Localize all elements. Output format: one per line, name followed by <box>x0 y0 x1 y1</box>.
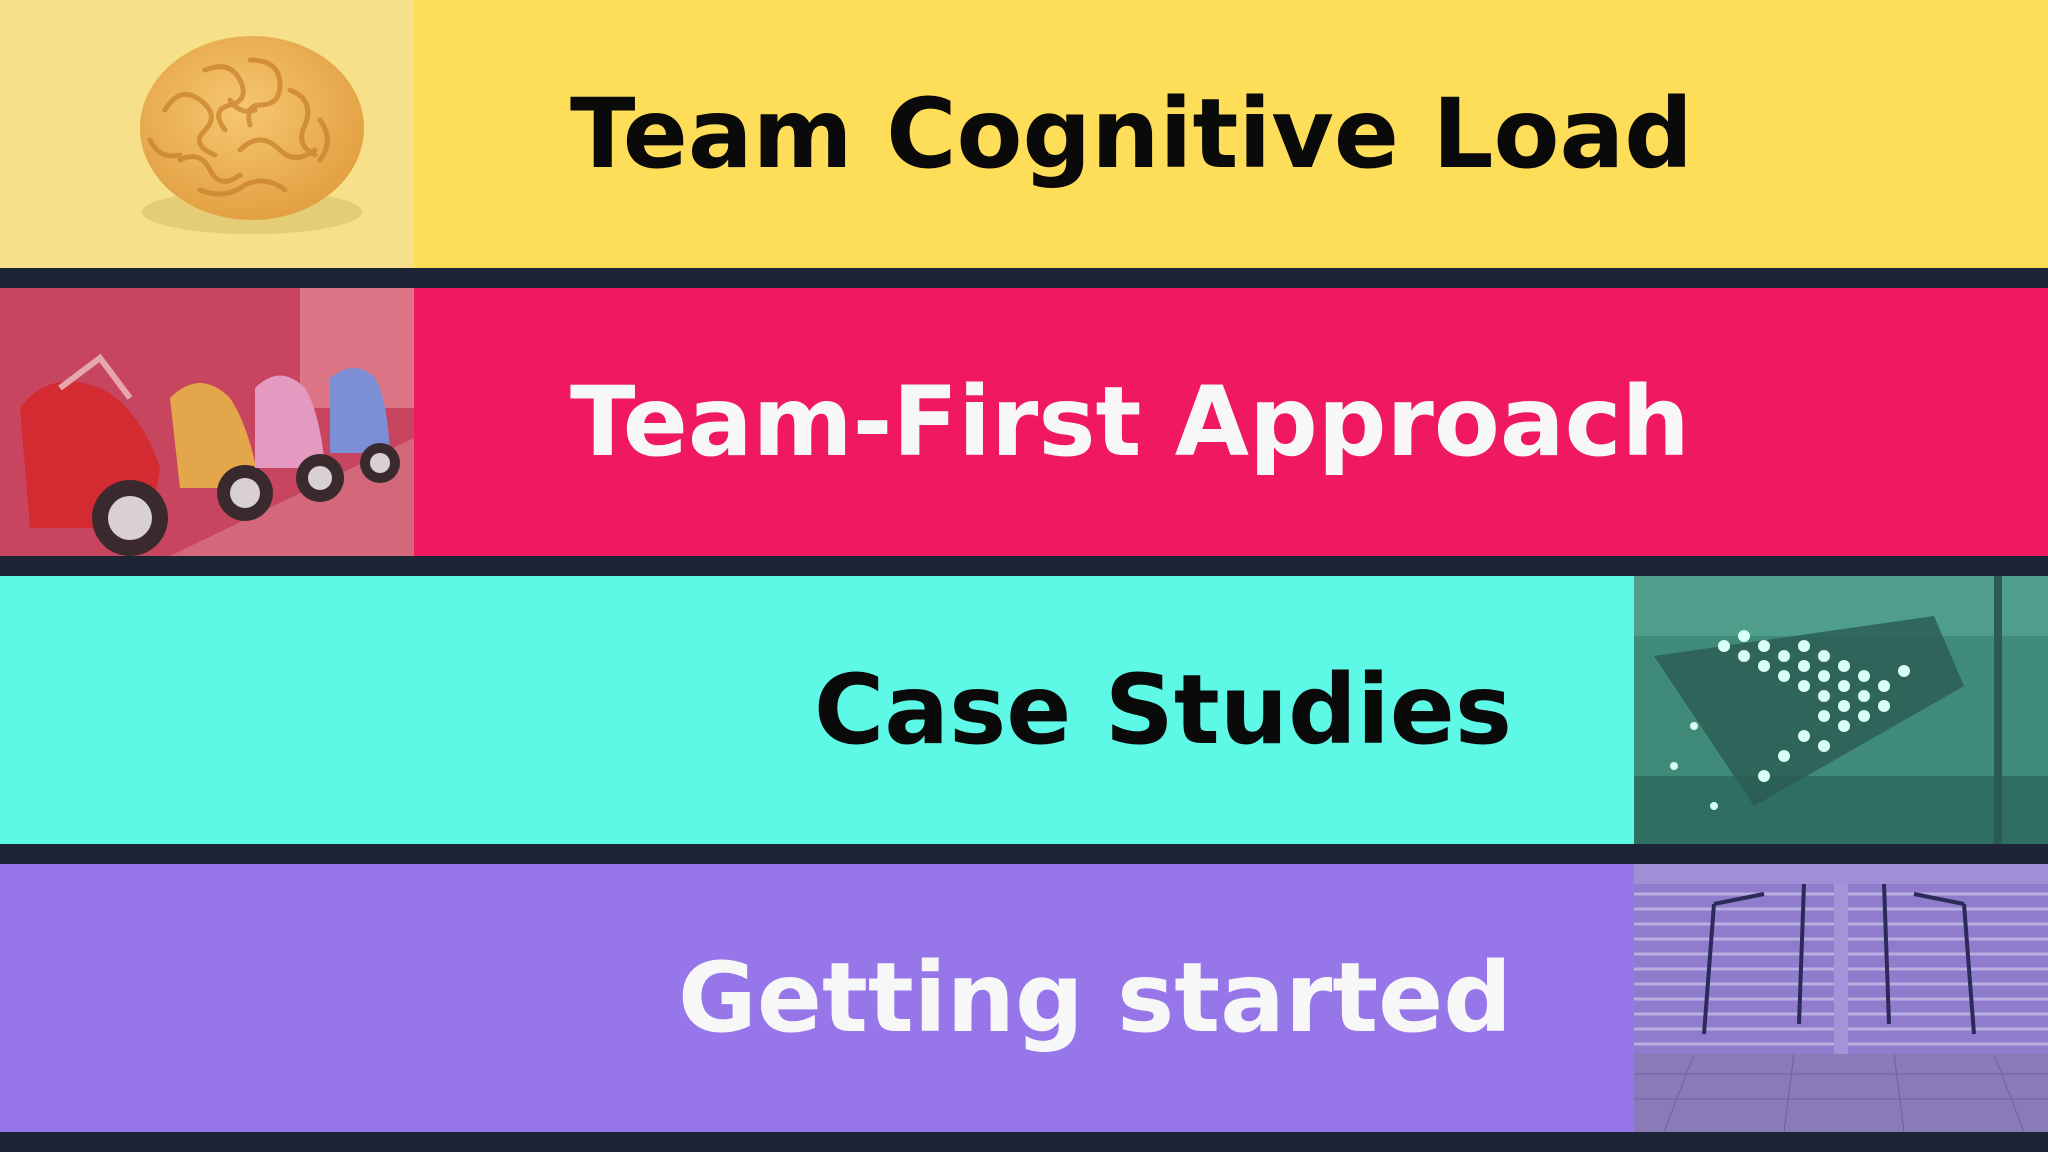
section-background <box>0 576 1634 844</box>
section-team-cognitive-load: Team Cognitive Load <box>0 0 2048 268</box>
section-background <box>414 288 2048 556</box>
section-team-first-approach: Team-First Approach <box>0 288 2048 556</box>
section-title: Getting started <box>678 942 1512 1054</box>
section-title: Team-First Approach <box>570 366 1690 478</box>
section-case-studies: Case Studies <box>0 576 2048 844</box>
section-background <box>0 864 1634 1132</box>
section-title: Case Studies <box>813 654 1512 766</box>
section-background <box>414 0 2048 268</box>
scooters-photo <box>0 288 414 556</box>
section-title: Team Cognitive Load <box>570 78 1693 190</box>
brain-photo <box>0 0 414 268</box>
stairs-photo <box>1634 864 2048 1132</box>
light-arrow-photo <box>1634 576 2048 844</box>
section-getting-started: Getting started <box>0 864 2048 1132</box>
